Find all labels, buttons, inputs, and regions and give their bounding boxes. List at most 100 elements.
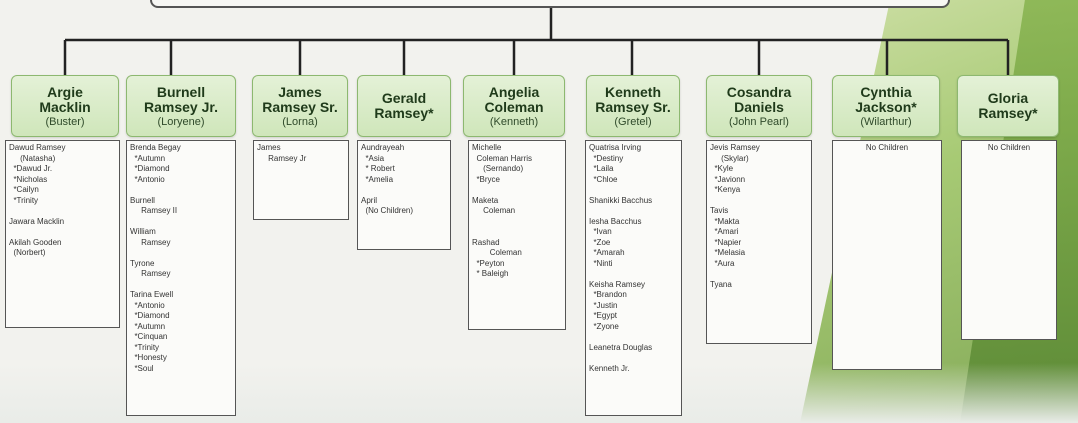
descendant-line: [472, 227, 562, 238]
descendant-line: Tyrone: [130, 258, 155, 268]
descendant-line: *Diamond: [130, 164, 170, 173]
descendant-line: (Sernando): [472, 164, 524, 173]
person-box-burnell-ramsey-jr: Burnell Ramsey Jr. (Loryene): [126, 75, 236, 137]
descendant-line: *Aura: [710, 258, 735, 268]
descendant-line: *Bryce: [472, 174, 501, 184]
descendants-box-angelia-coleman: Michelle Coleman Harris (Sernando) *Bryc…: [468, 140, 566, 330]
descendants-box-james-ramsey-sr: James Ramsey Jr: [253, 140, 349, 220]
descendant-line: Akilah Gooden: [9, 237, 62, 247]
descendant-line: Ramsey: [130, 237, 171, 247]
descendant-line: *Kyle: [710, 164, 734, 173]
descendant-line: *Trinity: [130, 342, 160, 352]
descendant-line: Ramsey Jr: [257, 153, 307, 163]
descendant-line: *Dawud Jr.: [9, 164, 53, 173]
descendant-line: [130, 185, 232, 196]
descendant-line: *Diamond: [130, 311, 170, 320]
descendant-line: *Antonio: [130, 174, 165, 184]
person-spouse: (Buster): [45, 115, 85, 128]
descendant-line: (Skylar): [710, 153, 749, 163]
person-name: Cosandra Daniels: [726, 83, 792, 115]
descendant-line: [130, 217, 232, 228]
descendant-line: Coleman Harris: [472, 153, 533, 163]
descendant-line: Leanetra Douglas: [589, 342, 653, 352]
descendant-line: *Javionn: [710, 174, 746, 184]
descendant-line: * Baleigh: [472, 269, 509, 278]
person-name: Angelia Coleman: [484, 83, 544, 115]
person-box-kenneth-ramsey-sr: Kenneth Ramsey Sr. (Gretel): [586, 75, 680, 137]
descendant-line: *Justin: [589, 300, 618, 310]
descendant-line: Brenda Begay: [130, 143, 181, 152]
descendants-box-gloria-ramsey: No Children: [961, 140, 1057, 340]
descendant-line: *Soul: [130, 363, 154, 373]
descendant-line: (Norbert): [9, 248, 46, 257]
descendant-line: *Honesty: [130, 353, 167, 362]
descendant-line: [130, 280, 232, 291]
descendant-line: William: [130, 227, 156, 236]
person-name: Cynthia Jackson*: [855, 83, 917, 115]
descendant-line: *Autumn: [130, 321, 166, 331]
descendant-line: *Napier: [710, 237, 742, 247]
descendant-line: *Cailyn: [9, 185, 39, 194]
descendant-line: *Cinquan: [130, 332, 168, 341]
descendant-line: *Peyton: [472, 258, 505, 268]
person-spouse: (John Pearl): [729, 115, 789, 128]
person-spouse: (Loryene): [157, 115, 205, 128]
descendant-line: *Egypt: [589, 311, 618, 320]
descendant-line: Iesha Bacchus: [589, 216, 642, 226]
descendant-line: [589, 269, 678, 280]
person-name: James Ramsey Sr.: [262, 83, 338, 115]
descendant-line: *Ninti: [589, 258, 613, 268]
person-name: Kenneth Ramsey Sr.: [595, 83, 671, 115]
descendant-line: * Robert: [361, 164, 395, 173]
descendant-line: *Zyone: [589, 321, 619, 331]
descendant-line: Burnell: [130, 195, 155, 205]
person-spouse: (Gretel): [614, 115, 652, 128]
descendant-line: Ramsey II: [130, 206, 178, 215]
descendant-line: Jevis Ramsey: [710, 143, 760, 152]
descendant-line: Shanikki Bacchus: [589, 195, 653, 205]
descendant-line: *Brandon: [589, 290, 627, 299]
descendant-line: Kenneth Jr.: [589, 363, 630, 373]
descendant-line: *Ivan: [589, 227, 612, 236]
descendant-line: *Amari: [710, 227, 739, 236]
descendant-line: Tyana: [710, 279, 732, 289]
descendant-line: Keisha Ramsey: [589, 279, 646, 289]
descendant-line: *Asia: [361, 153, 385, 163]
person-name: Gerald Ramsey*: [374, 89, 434, 121]
descendant-line: *Melasia: [710, 248, 746, 257]
person-box-gloria-ramsey: Gloria Ramsey*: [957, 75, 1059, 137]
descendant-line: No Children: [865, 143, 909, 152]
descendants-box-cynthia-jackson: No Children: [832, 140, 942, 370]
descendant-line: *Chloe: [589, 174, 618, 184]
descendant-line: (Natasha): [9, 153, 56, 163]
descendant-line: *Amarah: [589, 248, 625, 257]
descendant-line: [472, 185, 562, 196]
descendant-line: *Destiny: [589, 153, 624, 163]
descendant-line: [9, 227, 116, 238]
descendant-line: [130, 248, 232, 259]
person-box-argie-macklin: Argie Macklin (Buster): [11, 75, 119, 137]
descendant-line: *Trinity: [9, 195, 39, 205]
descendant-line: *Autumn: [130, 153, 166, 163]
descendant-line: [361, 185, 447, 196]
person-spouse: (Wilarthur): [860, 115, 912, 128]
person-spouse: (Lorna): [282, 115, 318, 128]
descendant-line: Maketa: [472, 195, 499, 205]
descendant-line: *Antonio: [130, 300, 165, 310]
descendant-line: April: [361, 195, 378, 205]
descendant-line: [710, 269, 808, 280]
person-box-cynthia-jackson: Cynthia Jackson* (Wilarthur): [832, 75, 940, 137]
descendant-line: James: [257, 143, 281, 152]
descendant-line: [472, 217, 562, 228]
descendant-line: Rashad: [472, 237, 500, 247]
descendant-line: [589, 353, 678, 364]
descendants-box-gerald-ramsey: Aundrayeah *Asia * Robert *Amelia April …: [357, 140, 451, 250]
descendant-line: Dawud Ramsey: [9, 143, 66, 152]
descendant-line: *Kenya: [710, 185, 741, 194]
person-name: Burnell Ramsey Jr.: [144, 83, 218, 115]
descendant-line: *Amelia: [361, 174, 394, 184]
descendants-box-argie-macklin: Dawud Ramsey (Natasha) *Dawud Jr. *Nicho…: [5, 140, 120, 328]
person-box-gerald-ramsey: Gerald Ramsey*: [357, 75, 451, 137]
descendants-box-burnell-ramsey-jr: Brenda Begay *Autumn *Diamond *Antonio B…: [126, 140, 236, 416]
